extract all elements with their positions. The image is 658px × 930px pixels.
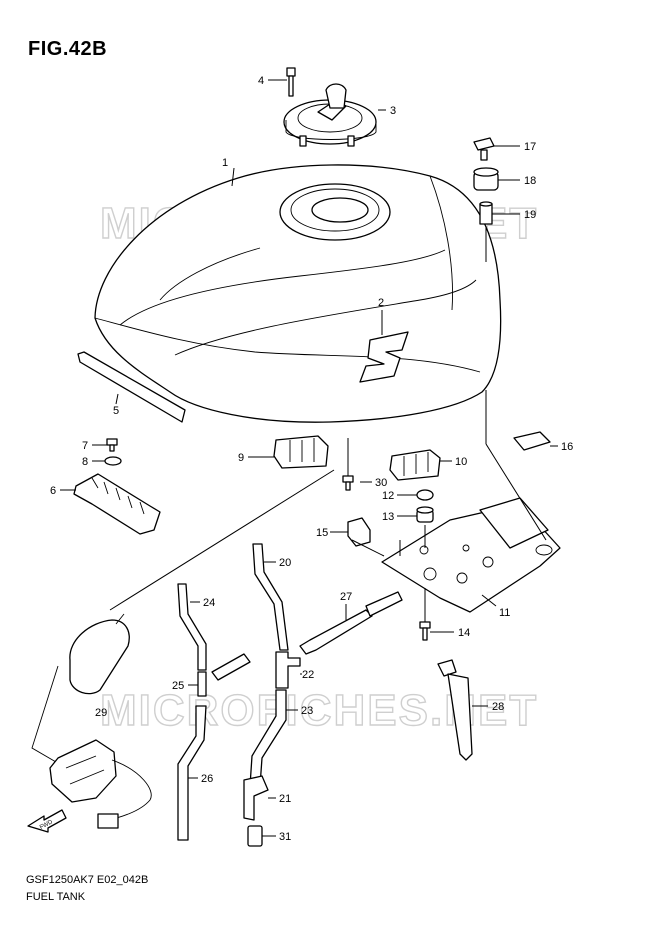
callout-4: 4 <box>258 75 264 87</box>
bolt-14 <box>419 621 431 641</box>
bolt-4 <box>286 67 296 97</box>
callout-22: 22 <box>302 669 314 681</box>
callouts: 1 2 3 4 5 6 7 8 9 10 11 12 13 14 15 16 1… <box>50 75 573 843</box>
callout-12: 12 <box>382 490 394 502</box>
callout-15: 15 <box>316 527 328 539</box>
joint-25 <box>197 671 207 697</box>
callout-18: 18 <box>524 175 536 187</box>
fuel-tank <box>94 164 502 423</box>
callout-1: 1 <box>222 157 228 169</box>
callout-16: 16 <box>561 441 573 453</box>
pad-16 <box>513 431 551 451</box>
cushion-18 <box>473 167 499 191</box>
emblem-2 <box>359 331 409 383</box>
callout-13: 13 <box>382 511 394 523</box>
callout-28: 28 <box>492 701 504 713</box>
callout-24: 24 <box>203 597 215 609</box>
fuel-cap <box>283 83 377 147</box>
callout-21: 21 <box>279 793 291 805</box>
callout-23: 23 <box>301 705 313 717</box>
sensor-28 <box>437 659 473 761</box>
cushion-9 <box>273 435 329 469</box>
callout-17: 17 <box>524 141 536 153</box>
callout-3: 3 <box>390 105 396 117</box>
callout-20: 20 <box>279 557 291 569</box>
callout-30: 30 <box>375 477 387 489</box>
figure-name: FUEL TANK <box>26 891 86 903</box>
cushion-10 <box>389 449 441 481</box>
callout-10: 10 <box>455 456 467 468</box>
fwd-arrow-icon: FWD <box>27 809 67 833</box>
figure-title: FIG.42B <box>28 38 108 60</box>
bracket-6 <box>73 473 161 535</box>
joint-25b <box>211 653 251 681</box>
hose-27 <box>299 609 373 655</box>
bolt-7 <box>106 438 118 452</box>
figure-code: GSF1250AK7 E02_042B <box>26 874 149 886</box>
callout-25: 25 <box>172 680 184 692</box>
callout-19: 19 <box>524 209 536 221</box>
callout-31: 31 <box>279 831 291 843</box>
callout-2: 2 <box>378 297 384 309</box>
strip-5 <box>77 351 186 423</box>
washer-8 <box>104 456 122 466</box>
callout-6: 6 <box>50 485 56 497</box>
cushion-15 <box>347 517 371 547</box>
callout-9: 9 <box>238 452 244 464</box>
callout-27: 27 <box>340 591 352 603</box>
hose-24 <box>177 583 207 671</box>
cap-31 <box>247 825 263 847</box>
callout-8: 8 <box>82 456 88 468</box>
bolt-30 <box>342 475 354 491</box>
leader-lines <box>60 79 558 837</box>
plate-11 <box>381 497 561 613</box>
callout-26: 26 <box>201 773 213 785</box>
collar-19 <box>479 201 493 225</box>
callout-5: 5 <box>113 405 119 417</box>
joint-22 <box>275 651 301 689</box>
bolt-17 <box>473 137 495 161</box>
watermark-bottom: MICROFICHES.NET <box>100 686 538 735</box>
callout-14: 14 <box>458 627 470 639</box>
fuel-pump <box>31 613 152 829</box>
cushion-13 <box>416 506 434 523</box>
clamp-21 <box>243 775 269 821</box>
grommet-12 <box>416 489 434 501</box>
callout-11: 11 <box>499 607 510 619</box>
hose-20 <box>252 543 289 651</box>
hose-26 <box>177 705 207 841</box>
callout-29: 29 <box>95 707 107 719</box>
hose-27b <box>365 591 403 617</box>
callout-7: 7 <box>82 440 88 452</box>
